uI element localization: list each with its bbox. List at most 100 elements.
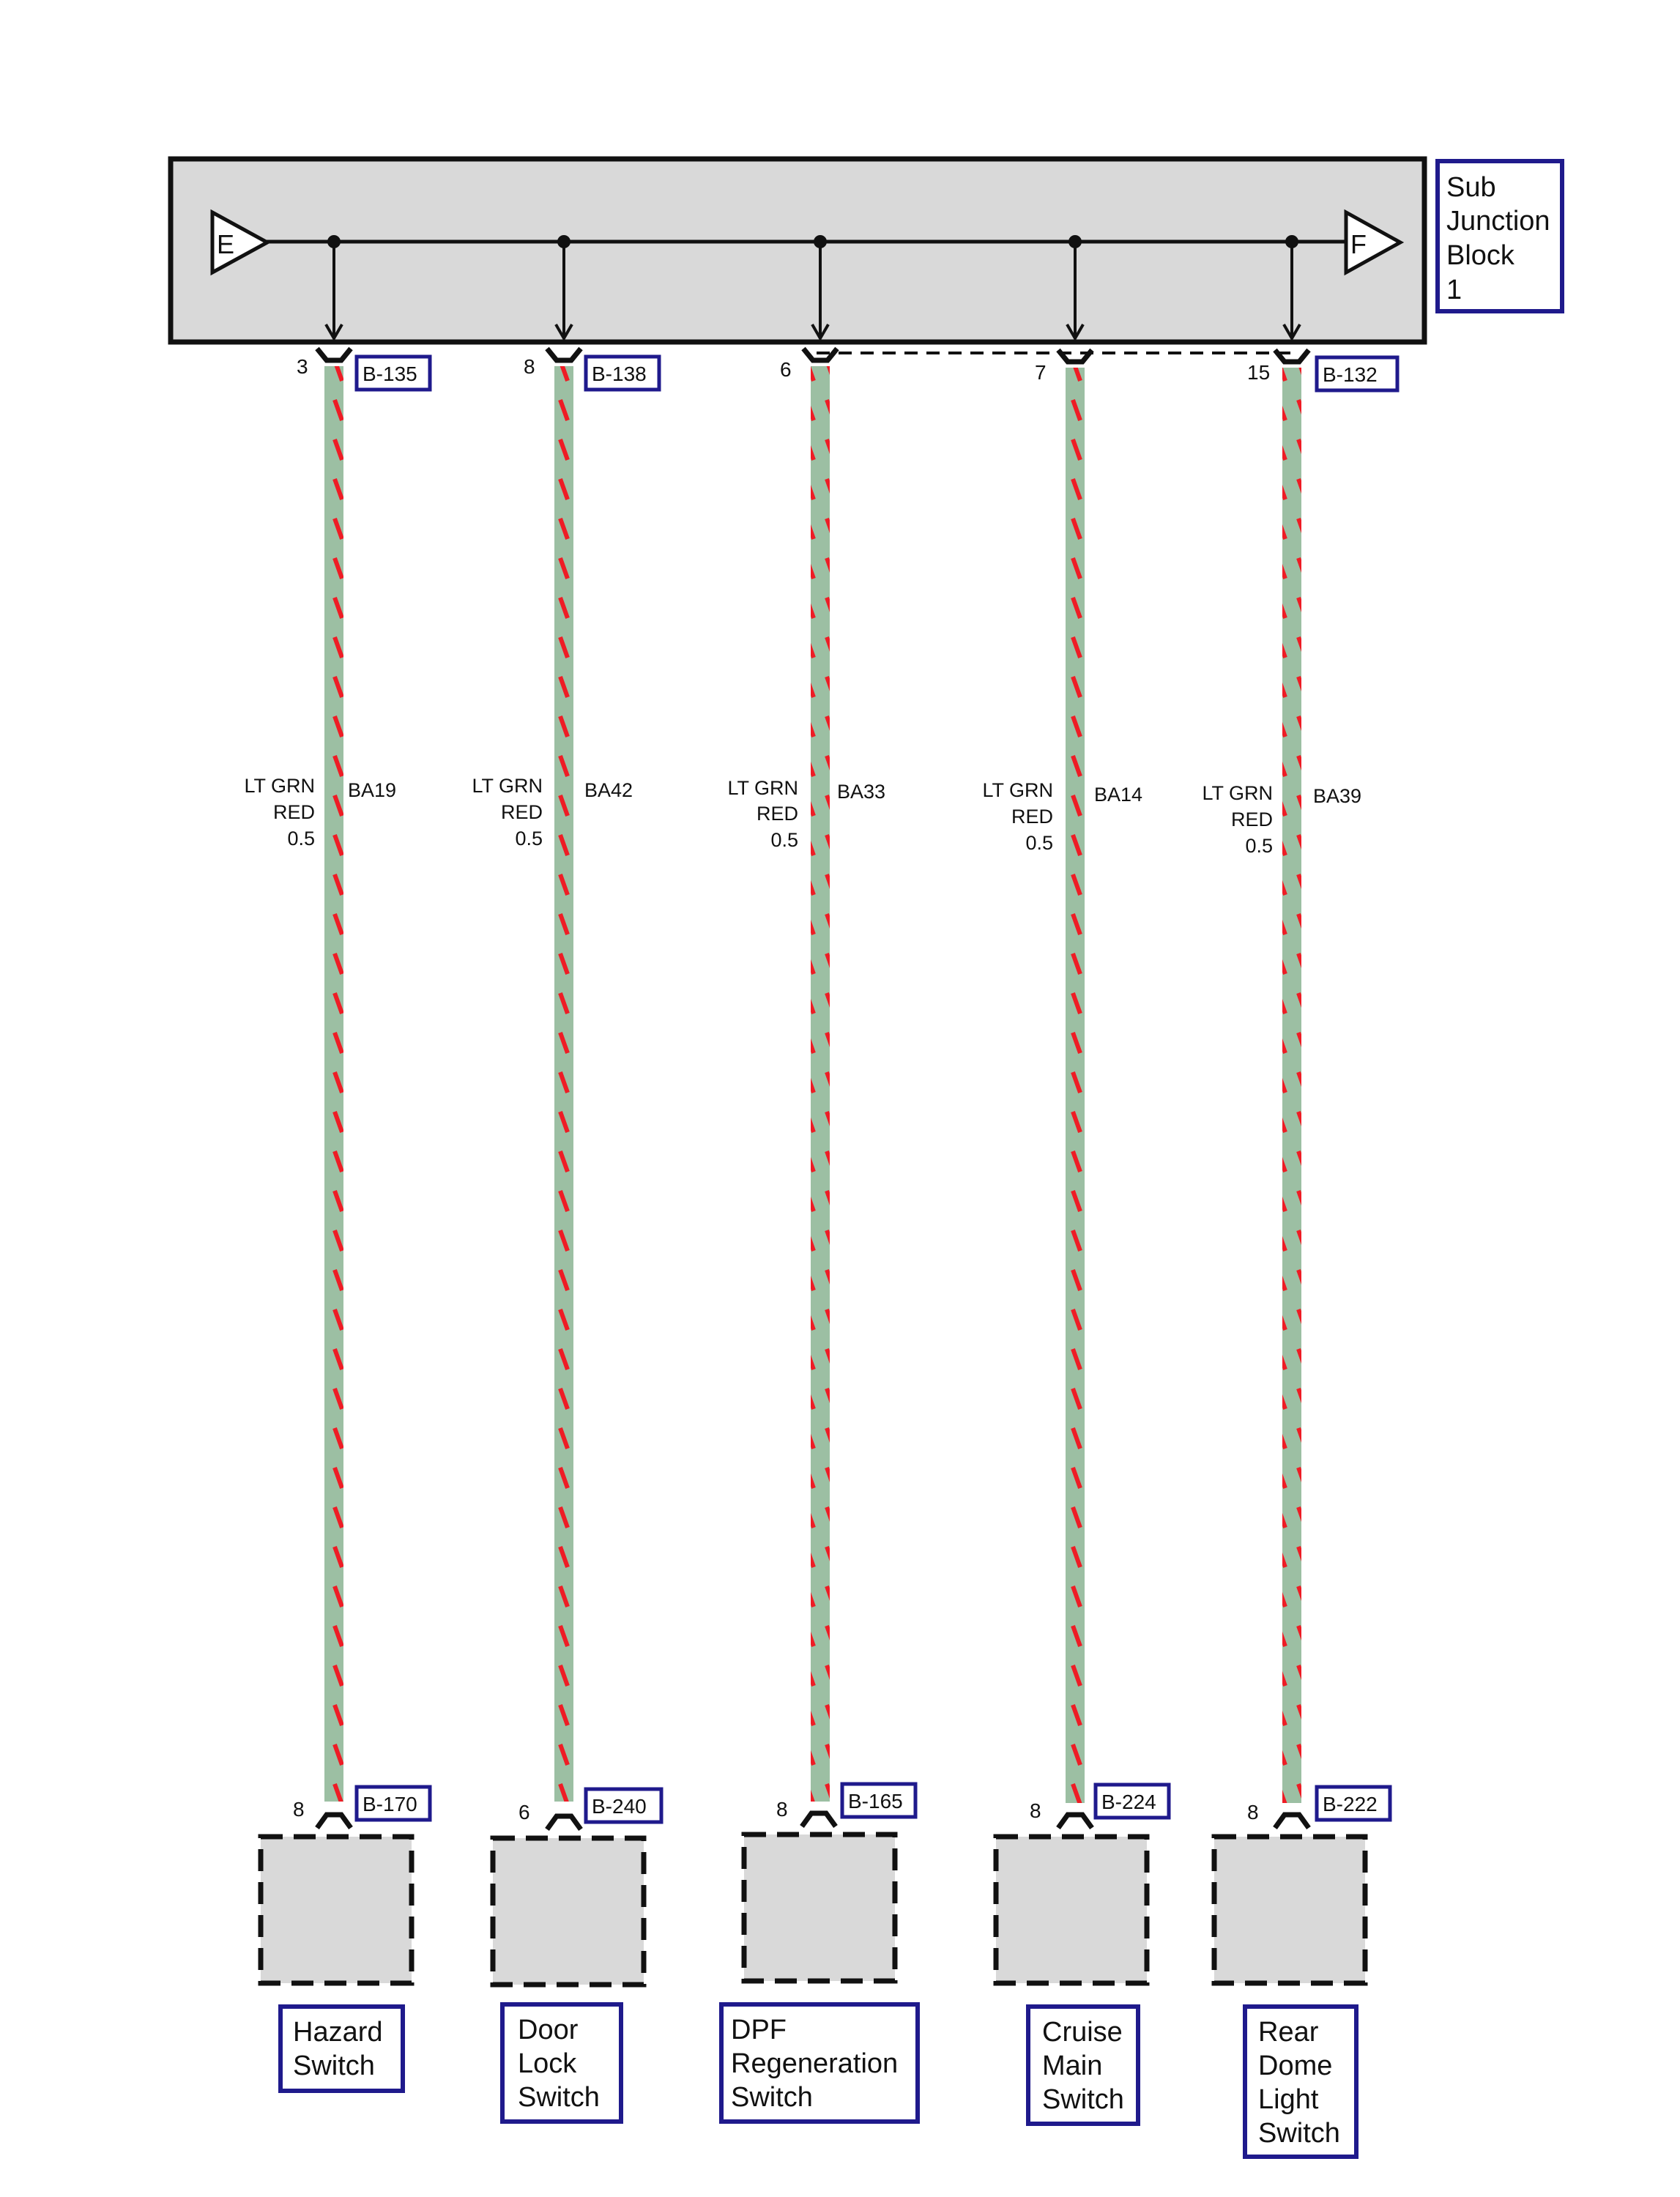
top-pin-number: 8 [524, 355, 535, 378]
wire-color-line-1: LT GRN [727, 777, 798, 799]
wire-size: 0.5 [515, 828, 543, 850]
device-label-line-1: Cruise [1042, 2017, 1123, 2048]
device-label-line-3: Switch [1042, 2084, 1124, 2115]
wire-ba19 [324, 366, 343, 1802]
drop-arrowhead [1282, 323, 1301, 341]
device-label-line-3: Switch [518, 2082, 600, 2113]
circuit-hazard: 3 B-135 LT GRN RED 0.5 BA19 8 B-170 Haza… [244, 235, 432, 2093]
top-connector-label: B-135 [363, 363, 417, 385]
device-body [741, 1832, 898, 1984]
device-label-line-2: Dome [1258, 2051, 1332, 2081]
bottom-connector-box [354, 1785, 432, 1822]
device-label-box [1243, 2004, 1359, 2159]
bottom-pin-number: 8 [1247, 1801, 1259, 1824]
top-terminal [801, 346, 839, 363]
device-label-line-1: Door [518, 2015, 579, 2045]
top-terminal [1273, 348, 1311, 365]
circuit-rear-dome-light: 15 B-132 LT GRN RED 0.5 BA39 8 B-222 Rea… [1202, 235, 1400, 2159]
device-label-box [500, 2002, 623, 2124]
junction-block-label-line-3: Block [1446, 240, 1515, 271]
top-pin-number: 15 [1247, 361, 1270, 384]
wire-color-line-1: LT GRN [1202, 782, 1273, 804]
top-terminal [315, 346, 353, 363]
device-body [490, 1835, 647, 1988]
wire-size: 0.5 [1245, 835, 1273, 857]
wire-color-line-2: RED [1011, 806, 1053, 828]
circuit-dpf-regeneration: 6 LT GRN RED 0.5 BA33 8 B-165 DPF Regene… [719, 235, 920, 2124]
junction-block-body [168, 156, 1427, 345]
bottom-connector-label: B-240 [592, 1795, 647, 1818]
device-label-box [1026, 2004, 1140, 2126]
device-label-box [719, 2002, 920, 2124]
junction-block-label-box [1435, 159, 1564, 313]
device-label-line-3: Switch [731, 2082, 813, 2113]
bottom-connector-label: B-165 [848, 1790, 903, 1813]
bottom-terminal [315, 1812, 353, 1830]
circuit-id: BA33 [837, 781, 885, 803]
wire-color-line-1: LT GRN [472, 775, 543, 797]
device-label-line-1: DPF [731, 2015, 787, 2045]
wire-size: 0.5 [287, 828, 315, 850]
bottom-connector-box [840, 1782, 918, 1819]
wire-size: 0.5 [1025, 832, 1053, 854]
wire-size: 0.5 [770, 829, 798, 851]
top-connector-box [1315, 355, 1400, 393]
bottom-terminal [1056, 1812, 1094, 1830]
top-pin-number: 7 [1035, 361, 1047, 384]
device-body [258, 1834, 415, 1986]
device-label-line-1: Rear [1258, 2017, 1319, 2048]
wire-ba14 [1066, 368, 1085, 1803]
device-label-line-4: Switch [1258, 2118, 1340, 2149]
wire-color-line-2: RED [501, 801, 543, 823]
device-label-line-2: Switch [293, 2051, 375, 2081]
wire-ba42 [554, 366, 573, 1802]
drop-arrowhead [554, 323, 573, 341]
top-pin-number: 3 [297, 355, 308, 378]
bottom-connector-box [1093, 1782, 1171, 1820]
bottom-terminal [800, 1810, 838, 1829]
bottom-terminal [1273, 1812, 1311, 1830]
bottom-pin-number: 8 [293, 1798, 305, 1821]
top-connector-box [354, 354, 432, 392]
junction-block-label: Sub Junction Block 1 [1435, 159, 1564, 313]
circuit-id: BA19 [348, 779, 396, 801]
bottom-pin-number: 8 [776, 1798, 788, 1821]
wire-ba33 [811, 366, 830, 1802]
node-f-label: F [1350, 229, 1367, 259]
bottom-pin-number: 6 [519, 1801, 530, 1824]
device-label-line-1: Hazard [293, 2017, 383, 2048]
drop-arrowhead [811, 323, 830, 341]
wire-color-line-1: LT GRN [982, 779, 1053, 801]
top-terminal [545, 346, 583, 363]
bottom-connector-label: B-222 [1323, 1793, 1378, 1815]
wire-color-line-2: RED [273, 801, 315, 823]
device-label-line-2: Main [1042, 2051, 1102, 2081]
bottom-connector-box [1315, 1785, 1392, 1822]
device-label-line-2: Lock [518, 2048, 577, 2079]
top-connector-label: B-138 [592, 363, 647, 385]
node-f-triangle [1344, 209, 1405, 276]
bottom-connector-box [584, 1787, 664, 1824]
sub-junction-block: E F [168, 156, 1427, 345]
top-connector-label: B-132 [1323, 363, 1378, 386]
wire-color-line-1: LT GRN [244, 775, 315, 797]
top-terminal [1056, 348, 1094, 365]
junction-block-label-line-4: 1 [1446, 275, 1462, 305]
bottom-pin-number: 8 [1030, 1799, 1041, 1822]
junction-block-label-line-1: Sub [1446, 172, 1496, 203]
device-label-box [278, 2004, 405, 2093]
top-pin-number: 6 [780, 358, 792, 381]
device-body [993, 1834, 1150, 1986]
node-e-triangle [210, 209, 272, 276]
bottom-connector-label: B-170 [363, 1793, 417, 1815]
wire-color-line-2: RED [757, 803, 798, 825]
bottom-connector-label: B-224 [1101, 1791, 1156, 1813]
circuit-id: BA42 [584, 779, 633, 801]
bottom-terminal [545, 1813, 583, 1832]
circuit-id: BA14 [1094, 784, 1142, 806]
circuit-cruise-main: 7 LT GRN RED 0.5 BA14 8 B-224 Cruise Mai… [982, 235, 1171, 2126]
wire-ba39 [1282, 368, 1301, 1803]
drop-arrowhead [1066, 323, 1085, 341]
top-connector-box [584, 354, 661, 392]
